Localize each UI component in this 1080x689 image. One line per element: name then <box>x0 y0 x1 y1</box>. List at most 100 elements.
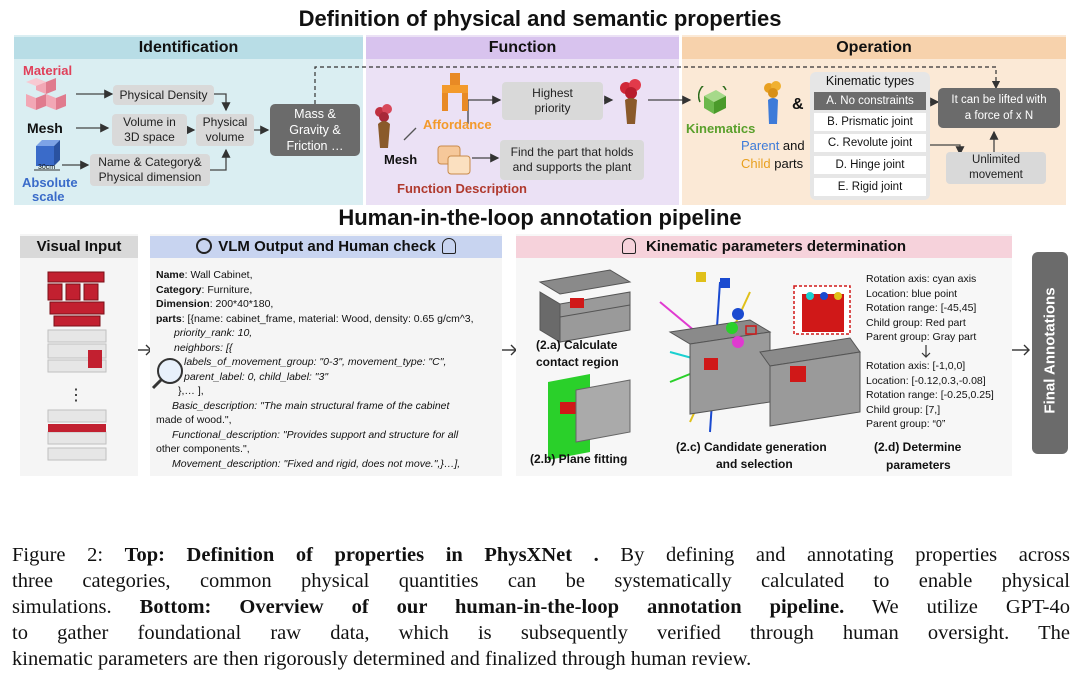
kinematics-cube-icon <box>698 86 727 114</box>
human-check-icon <box>441 238 456 254</box>
and-word: and <box>779 138 805 153</box>
caption-line-4: to gather foundational raw data, which i… <box>12 622 1070 644</box>
param1-range: Rotation range: [-45,45] <box>866 302 977 315</box>
find-line2: and supports the plant <box>512 160 632 174</box>
vlm-row-basic1: Basic_description: "The main structural … <box>156 399 474 414</box>
type-c-text: C. Revolute joint <box>827 137 913 149</box>
vlm-row-basic2: made of wood.", <box>156 413 474 428</box>
kinematic-header-bar: Kinematic parameters determination <box>516 236 1012 258</box>
vase-red-flowers-icon <box>620 79 641 124</box>
vlm-move: Movement_description: "Fixed and rigid, … <box>172 457 461 470</box>
physical-density-text: Physical Density <box>119 87 208 102</box>
param2-child: Child group: [7,] <box>866 403 941 416</box>
mass-gravity-box: Mass &Gravity &Friction … <box>270 104 360 156</box>
vlm-header-bar: VLM Output and Human check <box>150 236 502 258</box>
vlm-row-close: },… ], <box>156 384 474 399</box>
step-2c-line1: (2.c) Candidate generation <box>676 440 827 454</box>
unlimited-line2: movement <box>969 169 1023 181</box>
step-2c-line2: and selection <box>716 457 793 471</box>
vlm-labels: labels_of_movement_group: "0-3", movemen… <box>184 356 447 368</box>
vlm-basic1: Basic_description: "The main structural … <box>172 399 450 412</box>
unlimited-line1: Unlimited <box>972 154 1020 166</box>
scale-dim-tag: 30cm <box>38 164 56 171</box>
ampersand: & <box>792 96 804 113</box>
lift-line1: It can be lifted with <box>951 94 1047 106</box>
pipeline-title: Human-in-the-loop annotation pipeline <box>338 205 742 230</box>
param2-axis: Rotation axis: [-1,0,0] <box>866 360 966 372</box>
vlm-row-neighbors: neighbors: [{ <box>156 341 474 356</box>
parent-word: Parent <box>741 138 780 153</box>
mass-line3: Friction … <box>286 139 344 153</box>
vlm-category-key: Category <box>156 283 202 296</box>
volume-3d-line2: 3D space <box>124 130 175 144</box>
gripper-icon <box>442 73 468 111</box>
vlm-row-priority: priority_rank: 10, <box>156 326 474 341</box>
caption-line-5: kinematic parameters are then rigorously… <box>12 648 752 670</box>
vlm-name-key: Name <box>156 269 185 281</box>
physical-density-box: Physical Density <box>113 85 214 105</box>
caption-fig-label: Figure 2: <box>12 544 125 566</box>
pipeline-arrow-3 <box>1012 344 1030 356</box>
kinematic-header: Kinematic parameters determination <box>645 238 907 255</box>
vlm-row-labels: labels_of_movement_group: "0-3", movemen… <box>156 355 474 370</box>
annotator-icon <box>621 238 636 254</box>
vlm-basic2: made of wood.", <box>156 414 232 426</box>
vlm-row-name: Name: Wall Cabinet, <box>156 268 474 283</box>
physical-volume-line1: Physical <box>202 115 248 129</box>
unlimited-movement-box: Unlimited movement <box>946 152 1046 184</box>
vlm-dimension-key: Dimension <box>156 298 210 310</box>
function-mesh-label: Mesh <box>384 152 418 167</box>
caption-line-3: simulations. Bottom: Overview of our hum… <box>12 594 1070 620</box>
operation-header: Operation <box>682 37 1066 59</box>
type-c: C. Revolute joint <box>814 134 926 152</box>
caption-line-1: Figure 2: Top: Definition of properties … <box>12 542 1070 568</box>
type-d: D. Hinge joint <box>814 156 926 174</box>
caption-l3-rest: We utilize GPT-4o <box>844 596 1070 618</box>
caption-l1-rest: By defining and annotating properties ac… <box>598 544 1070 566</box>
type-e-text: E. Rigid joint <box>837 181 903 193</box>
vlm-parts-key: parts <box>156 312 182 325</box>
type-d-text: D. Hinge joint <box>835 159 905 171</box>
step-2d-line2: parameters <box>886 458 951 472</box>
vlm-row-move: Movement_description: "Fixed and rigid, … <box>156 457 474 472</box>
vlm-row-func2: other components.", <box>156 442 474 457</box>
magnifier-icon <box>151 358 183 390</box>
caption-l3-start: simulations. <box>12 596 140 618</box>
child-word: Child <box>741 156 771 171</box>
operation-vase-icon <box>764 81 781 124</box>
vlm-name-val: : Wall Cabinet, <box>184 269 253 281</box>
vlm-row-func1: Functional_description: "Provides suppor… <box>156 428 474 443</box>
identification-header: Identification <box>14 37 363 59</box>
kinematic-illustrations <box>538 269 861 460</box>
top-title: Definition of physical and semantic prop… <box>298 6 782 31</box>
description-chat-icon <box>437 145 471 175</box>
function-description-label: Function Description <box>397 181 527 196</box>
name-category-line2: Physical dimension <box>98 170 202 184</box>
scale-label: scale <box>32 189 65 204</box>
caption-top-bold: Top: Definition of properties in PhysXNe… <box>124 544 599 566</box>
vlm-parent: parent_label: 0, child_label: "3" <box>184 370 329 383</box>
find-line1: Find the part that holds <box>510 145 634 159</box>
vlm-priority: priority_rank: 10, <box>174 327 253 339</box>
material-label: Material <box>23 63 73 78</box>
name-category-line1: Name & Category& <box>98 155 202 169</box>
final-annotations-box <box>1032 252 1068 454</box>
vlm-row-parent: parent_label: 0, child_label: "3" <box>156 370 474 385</box>
vlm-category-val: : Furniture, <box>201 283 253 296</box>
vlm-row-parts: parts: [{name: cabinet_frame, material: … <box>156 312 474 327</box>
volume-3d-line1: Volume in <box>123 115 176 129</box>
type-e: E. Rigid joint <box>814 178 926 196</box>
material-cubes-icon <box>26 78 66 110</box>
highest-line1: Highest <box>532 86 573 100</box>
mass-line2: Gravity & <box>289 123 341 137</box>
top-arrows <box>62 66 1001 171</box>
vlm-dimension-val: : 200*40*180, <box>209 298 274 310</box>
affordance-label: Affordance <box>423 117 492 132</box>
step-2a-line1: (2.a) Calculate <box>536 338 618 352</box>
param2-range: Rotation range: [-0.25,0.25] <box>866 389 994 402</box>
vlm-header: VLM Output and Human check <box>218 238 436 255</box>
